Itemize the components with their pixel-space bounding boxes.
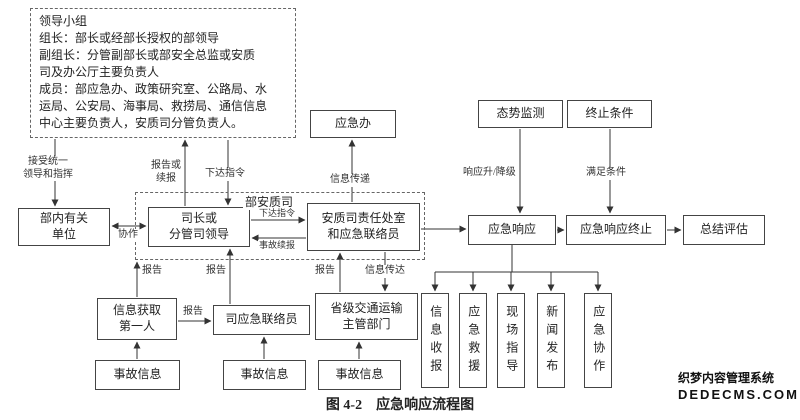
node-accident-info-1: 事故信息 — [95, 360, 180, 390]
edge-label-report-or-continue: 报告或 续报 — [150, 160, 182, 185]
node-emergency-office: 应急办 — [310, 110, 396, 138]
node-news-release: 新闻发布 — [537, 293, 565, 388]
edge-label-meet-conditions: 满足条件 — [585, 167, 627, 180]
node-responsible-office: 安质司责任处室 和应急联络员 — [307, 203, 420, 251]
watermark: 织梦内容管理系统 DEDECMS.COM — [678, 371, 799, 403]
edge-label-info-convey: 信息传达 — [364, 265, 406, 278]
node-emergency-cooperation: 应急协作 — [584, 293, 612, 388]
label-safety-quality-dept: 部安质司 — [243, 193, 296, 210]
node-dept-liaison: 司应急联络员 — [213, 305, 310, 335]
figure-caption: 图 4-2 应急响应流程图 — [325, 398, 475, 413]
edge-label-report-4: 报告 — [314, 265, 336, 278]
edge-label-cooperation: 协作 — [117, 229, 139, 242]
node-first-informed: 信息获取 第一人 — [97, 298, 177, 340]
node-accident-info-2: 事故信息 — [223, 360, 306, 390]
edge-label-issue-orders-2: 下达指令 — [258, 208, 297, 220]
edge-label-response-level: 响应升/降级 — [462, 167, 517, 180]
node-emergency-rescue: 应急救援 — [459, 293, 487, 388]
node-summary-evaluation: 总结评估 — [683, 215, 765, 245]
node-termination-conditions: 终止条件 — [567, 100, 652, 128]
node-provincial-transport-dept: 省级交通运输 主管部门 — [315, 293, 418, 340]
edge-label-issue-orders-1: 下达指令 — [204, 168, 246, 181]
node-onsite-guidance: 现场指导 — [497, 293, 525, 388]
node-situation-monitoring: 态势监测 — [478, 100, 563, 128]
edge-label-accept-leadership: 接受统一 领导和指挥 — [22, 156, 74, 181]
edge-label-report-3: 报告 — [182, 306, 204, 319]
node-leadership-group: 领导小组 组长：部长或经部长授权的部领导 副组长：分管副部长或部安全总监或安质 … — [30, 8, 296, 138]
edge-label-report-1: 报告 — [141, 265, 163, 278]
node-info-reporting: 信息收报 — [421, 293, 449, 388]
edge-label-accident-continue-report: 事故续报 — [258, 240, 297, 252]
node-internal-units: 部内有关 单位 — [18, 208, 110, 246]
edge-label-info-transfer: 信息传递 — [329, 174, 371, 187]
node-response-termination: 应急响应终止 — [566, 215, 666, 245]
edge-label-report-2: 报告 — [205, 265, 227, 278]
watermark-text-cn: 织梦内容管理系统 — [678, 371, 775, 385]
node-emergency-response: 应急响应 — [468, 215, 556, 245]
node-director: 司长或 分管司领导 — [148, 207, 250, 247]
node-accident-info-3: 事故信息 — [318, 360, 401, 390]
watermark-text-en: DEDECMS.COM — [678, 386, 799, 402]
